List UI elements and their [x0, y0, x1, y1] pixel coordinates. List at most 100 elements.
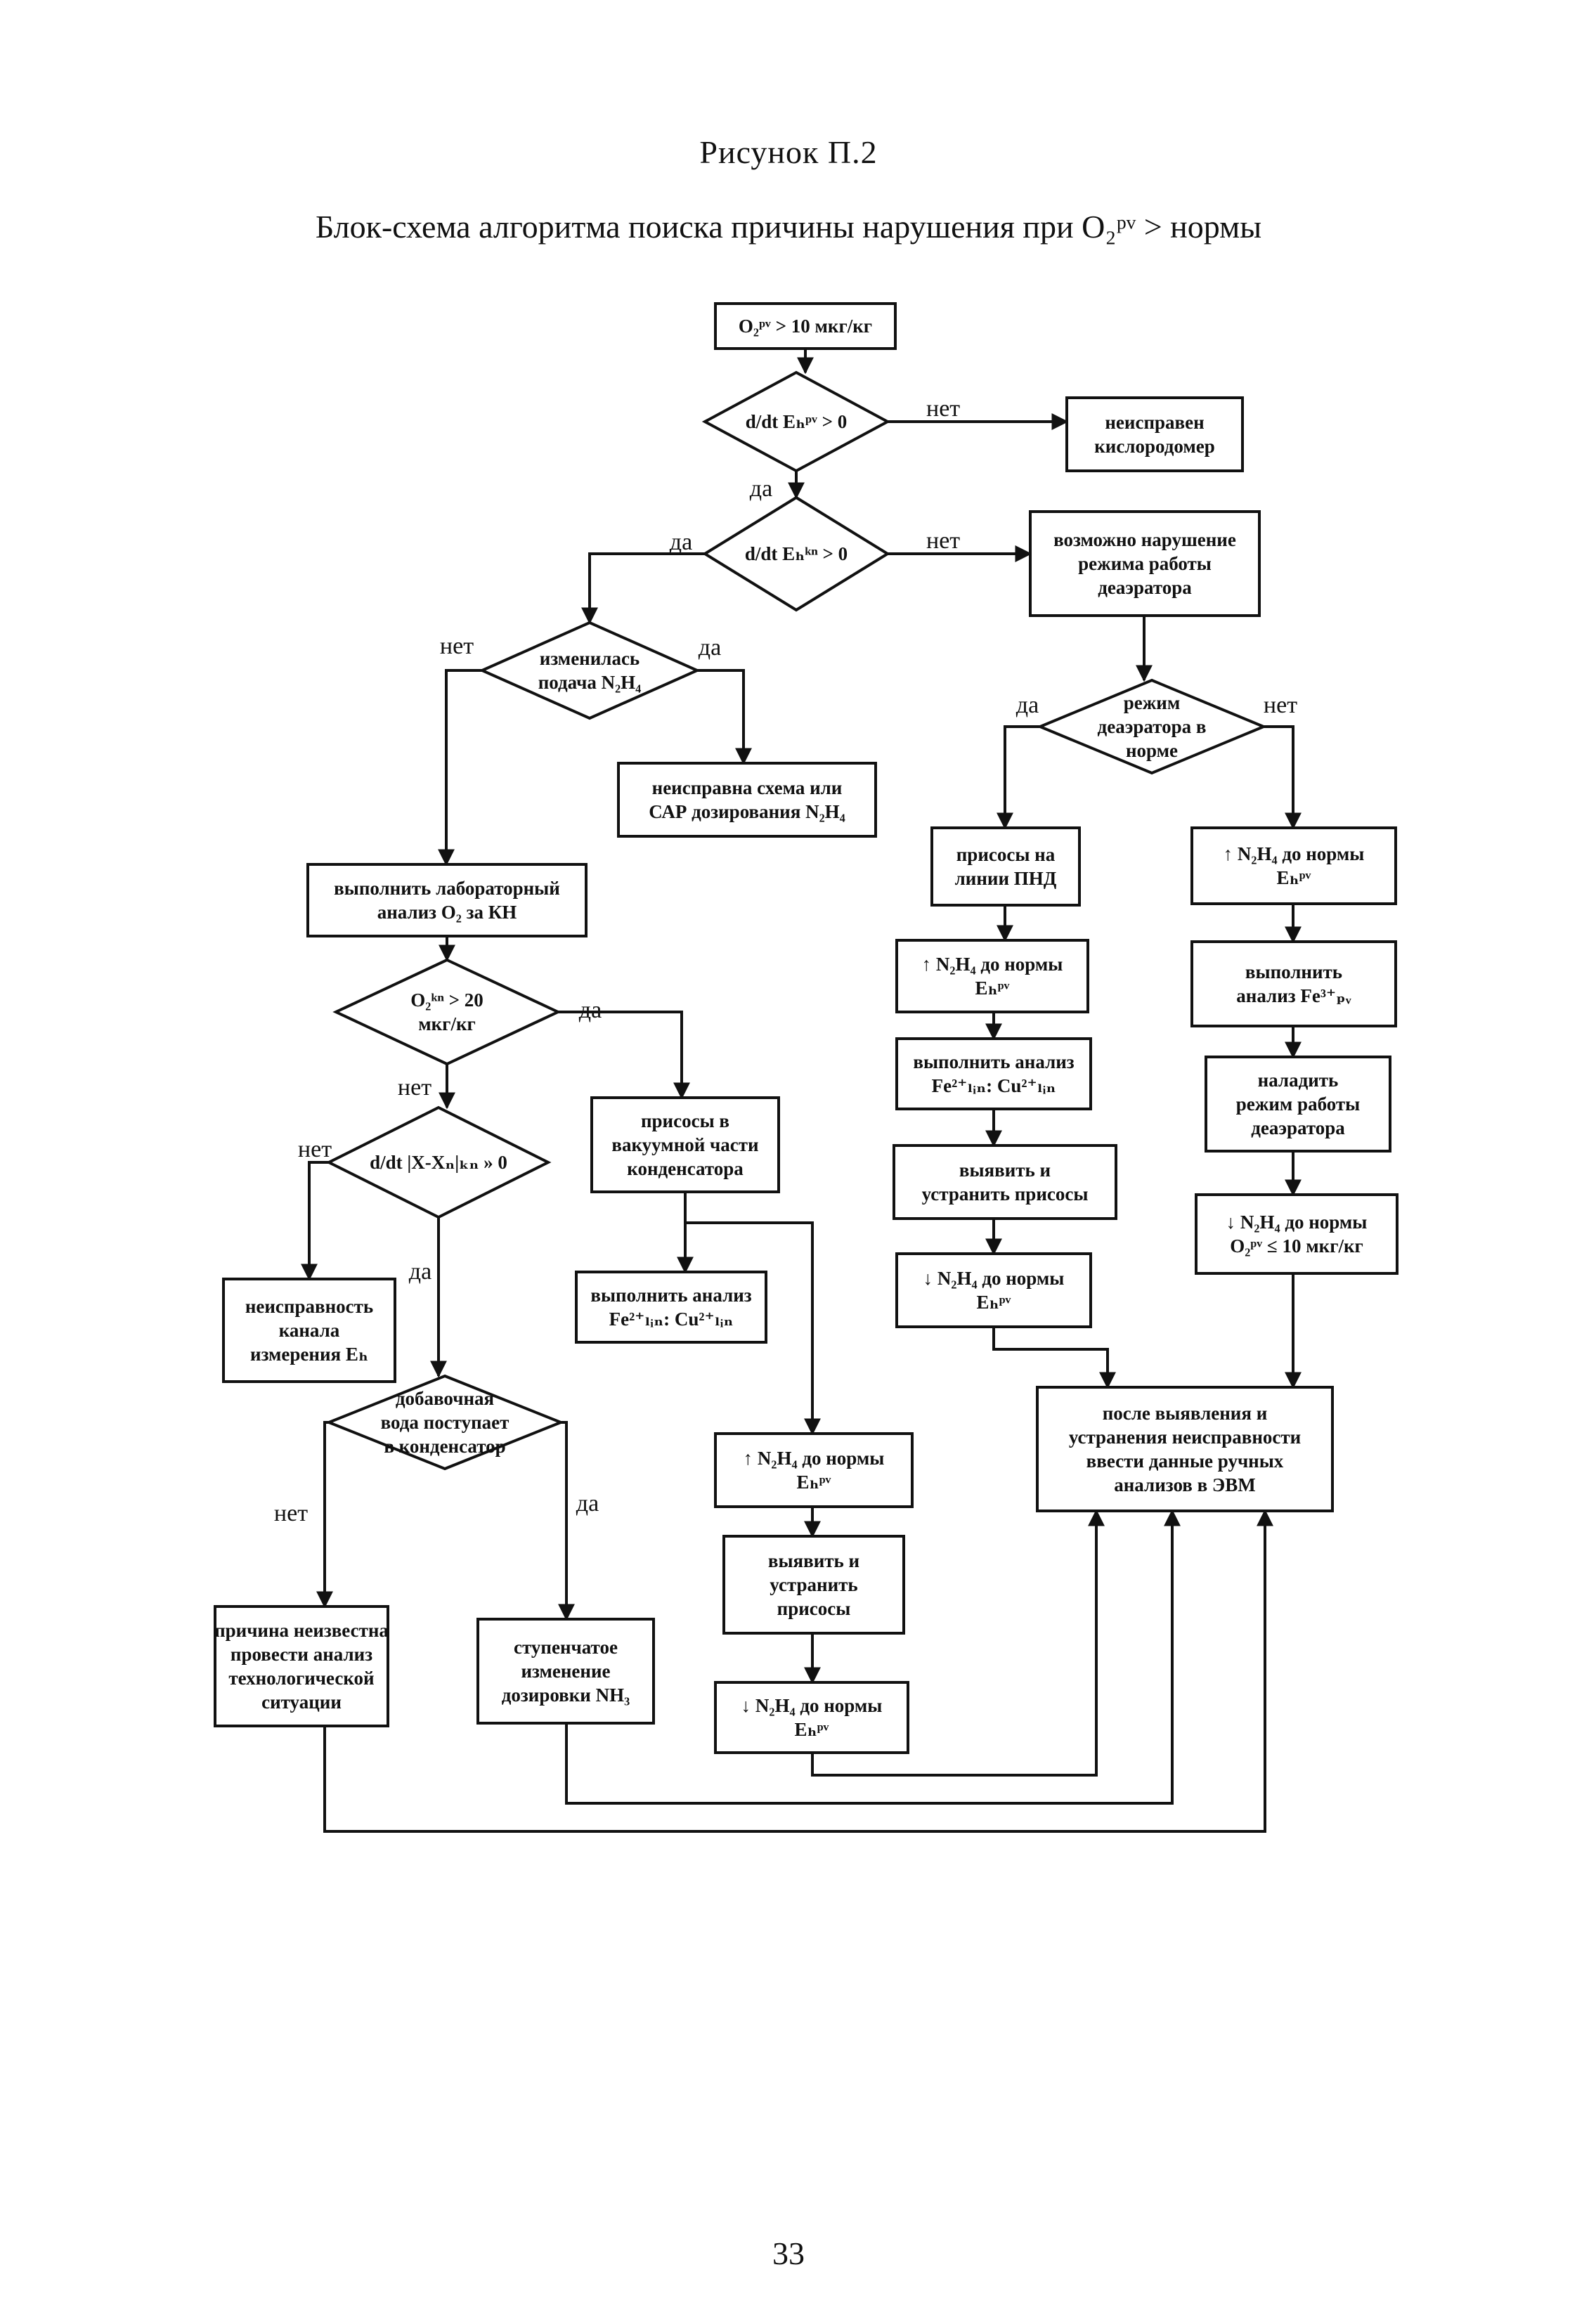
node-text-line: подача N₂H₄	[538, 672, 642, 693]
flowchart-edges	[301, 349, 1302, 1833]
process-box	[1065, 396, 1244, 472]
decision-shape	[701, 370, 891, 473]
node-text-line: режим	[1124, 692, 1181, 713]
node-text-line: деаэратора	[1251, 1117, 1345, 1138]
process-box	[1190, 940, 1397, 1027]
node-text-line: выполнить лабораторный	[334, 878, 560, 899]
node-text-line: ↓ N₂H₄ до нормы	[923, 1268, 1065, 1289]
decision-shape	[325, 1105, 552, 1219]
node-text-line: Eₕᵖᵛ	[975, 978, 1011, 999]
node-text-line: выполнить	[1245, 961, 1342, 982]
node-text-line: ↑ N₂H₄ до нормы	[922, 954, 1063, 975]
node-text-line: после выявления и	[1103, 1403, 1268, 1424]
flow-arrow	[558, 1011, 690, 1100]
node-text-line: присосы на	[956, 844, 1056, 865]
node-text-line: добавочная	[396, 1388, 494, 1409]
flow-arrow	[811, 1509, 1105, 1777]
node-text-line: O₂ᵖᵛ > 10 мкг/кг	[739, 316, 872, 337]
node-text-line: неисправна схема или	[652, 777, 843, 798]
process-box	[722, 1535, 905, 1635]
flow-arrow	[301, 1161, 329, 1281]
node-text-line: выявить и	[768, 1550, 859, 1571]
node-text-line: в конденсатор	[384, 1436, 505, 1457]
node-text-line: ввести данные ручных	[1086, 1450, 1284, 1472]
flow-arrow	[992, 1327, 1116, 1389]
node-text-line: выявить и	[959, 1160, 1051, 1181]
node-text-line: мкг/кг	[418, 1013, 476, 1034]
node-text-line: вода поступает	[381, 1412, 510, 1433]
node-text-line: канала	[279, 1320, 340, 1341]
node-text-line: режима работы	[1078, 553, 1212, 574]
branch-label-yes: да	[576, 1491, 599, 1517]
node-text-line: деаэратора	[1098, 577, 1192, 598]
decision-shape	[1036, 678, 1268, 775]
branch-label-yes: да	[670, 529, 692, 555]
branch-label-yes: да	[699, 635, 721, 661]
branch-label-no: нет	[926, 396, 960, 422]
flow-arrow	[323, 1509, 1273, 1833]
decision-shape	[479, 621, 701, 720]
node-text-line: анализов в ЭВМ	[1114, 1474, 1256, 1495]
node-text-line: Fe²⁺ₗᵢₙ: Cu²⁺ₗᵢₙ	[932, 1075, 1056, 1096]
node-text-line: ↑ N₂H₄ до нормы	[1224, 843, 1365, 864]
node-text-line: анализ Fe³⁺ₚᵥ	[1236, 985, 1351, 1006]
node-text-line: дозировки NH₃	[502, 1684, 630, 1706]
node-text-line: изменилась	[540, 648, 640, 669]
figure-caption: Блок-схема алгоритма поиска причины нару…	[315, 209, 1262, 245]
node-text-line: устранить присосы	[922, 1183, 1089, 1205]
process-box	[575, 1271, 767, 1344]
process-box	[476, 1618, 655, 1725]
node-text-line: O₂ᵖᵛ ≤ 10 мкг/кг	[1230, 1235, 1363, 1257]
decision-shape	[332, 958, 562, 1066]
process-box	[714, 302, 897, 350]
node-text-line: ступенчатое	[514, 1637, 618, 1658]
figure-title: Рисунок П.2	[699, 134, 878, 170]
node-text-line: присосы в	[641, 1110, 729, 1131]
process-box	[714, 1432, 914, 1508]
process-box	[1029, 510, 1261, 617]
flow-arrow	[1264, 725, 1302, 830]
decision-shape	[325, 1374, 565, 1471]
flowchart-decision-d2: d/dt Eₕᵏⁿ > 0	[702, 495, 890, 612]
branch-label-no: нет	[1264, 692, 1297, 718]
branch-label-no: нет	[440, 633, 474, 659]
node-text-line: кислородомер	[1094, 436, 1215, 457]
node-text-line: ↑ N₂H₄ до нормы	[744, 1448, 885, 1469]
branch-label-yes: да	[409, 1259, 431, 1285]
process-box	[895, 1252, 1092, 1328]
flowchart-decision-d3: изменилась подача N₂H₄	[479, 621, 701, 720]
flow-arrow	[565, 1509, 1181, 1805]
flow-arrow	[316, 1421, 333, 1609]
process-box	[1205, 1056, 1391, 1153]
decision-shape	[702, 495, 890, 612]
node-text-line: измерения Eₕ	[250, 1344, 368, 1365]
flow-arrow	[581, 552, 705, 625]
branch-label-no: нет	[274, 1500, 308, 1526]
node-text-line: конденсатора	[627, 1158, 744, 1179]
node-text-line: ↓ N₂H₄ до нормы	[1226, 1212, 1368, 1233]
node-text-line: ситуации	[261, 1692, 342, 1713]
flowchart-decision-d5: d/dt |X-Xₙ|ₖₙ » 0	[325, 1105, 552, 1219]
process-box	[893, 1144, 1117, 1220]
node-text-line: деаэратора в	[1098, 716, 1207, 737]
page-number: 33	[772, 2235, 805, 2271]
node-text-line: ↓ N₂H₄ до нормы	[741, 1695, 883, 1716]
process-box	[1195, 1193, 1398, 1275]
branch-label-no: нет	[926, 528, 960, 554]
process-box	[930, 826, 1081, 907]
process-box	[590, 1096, 780, 1193]
flowchart-process-start: O₂ᵖᵛ > 10 мкг/кг	[714, 302, 897, 350]
